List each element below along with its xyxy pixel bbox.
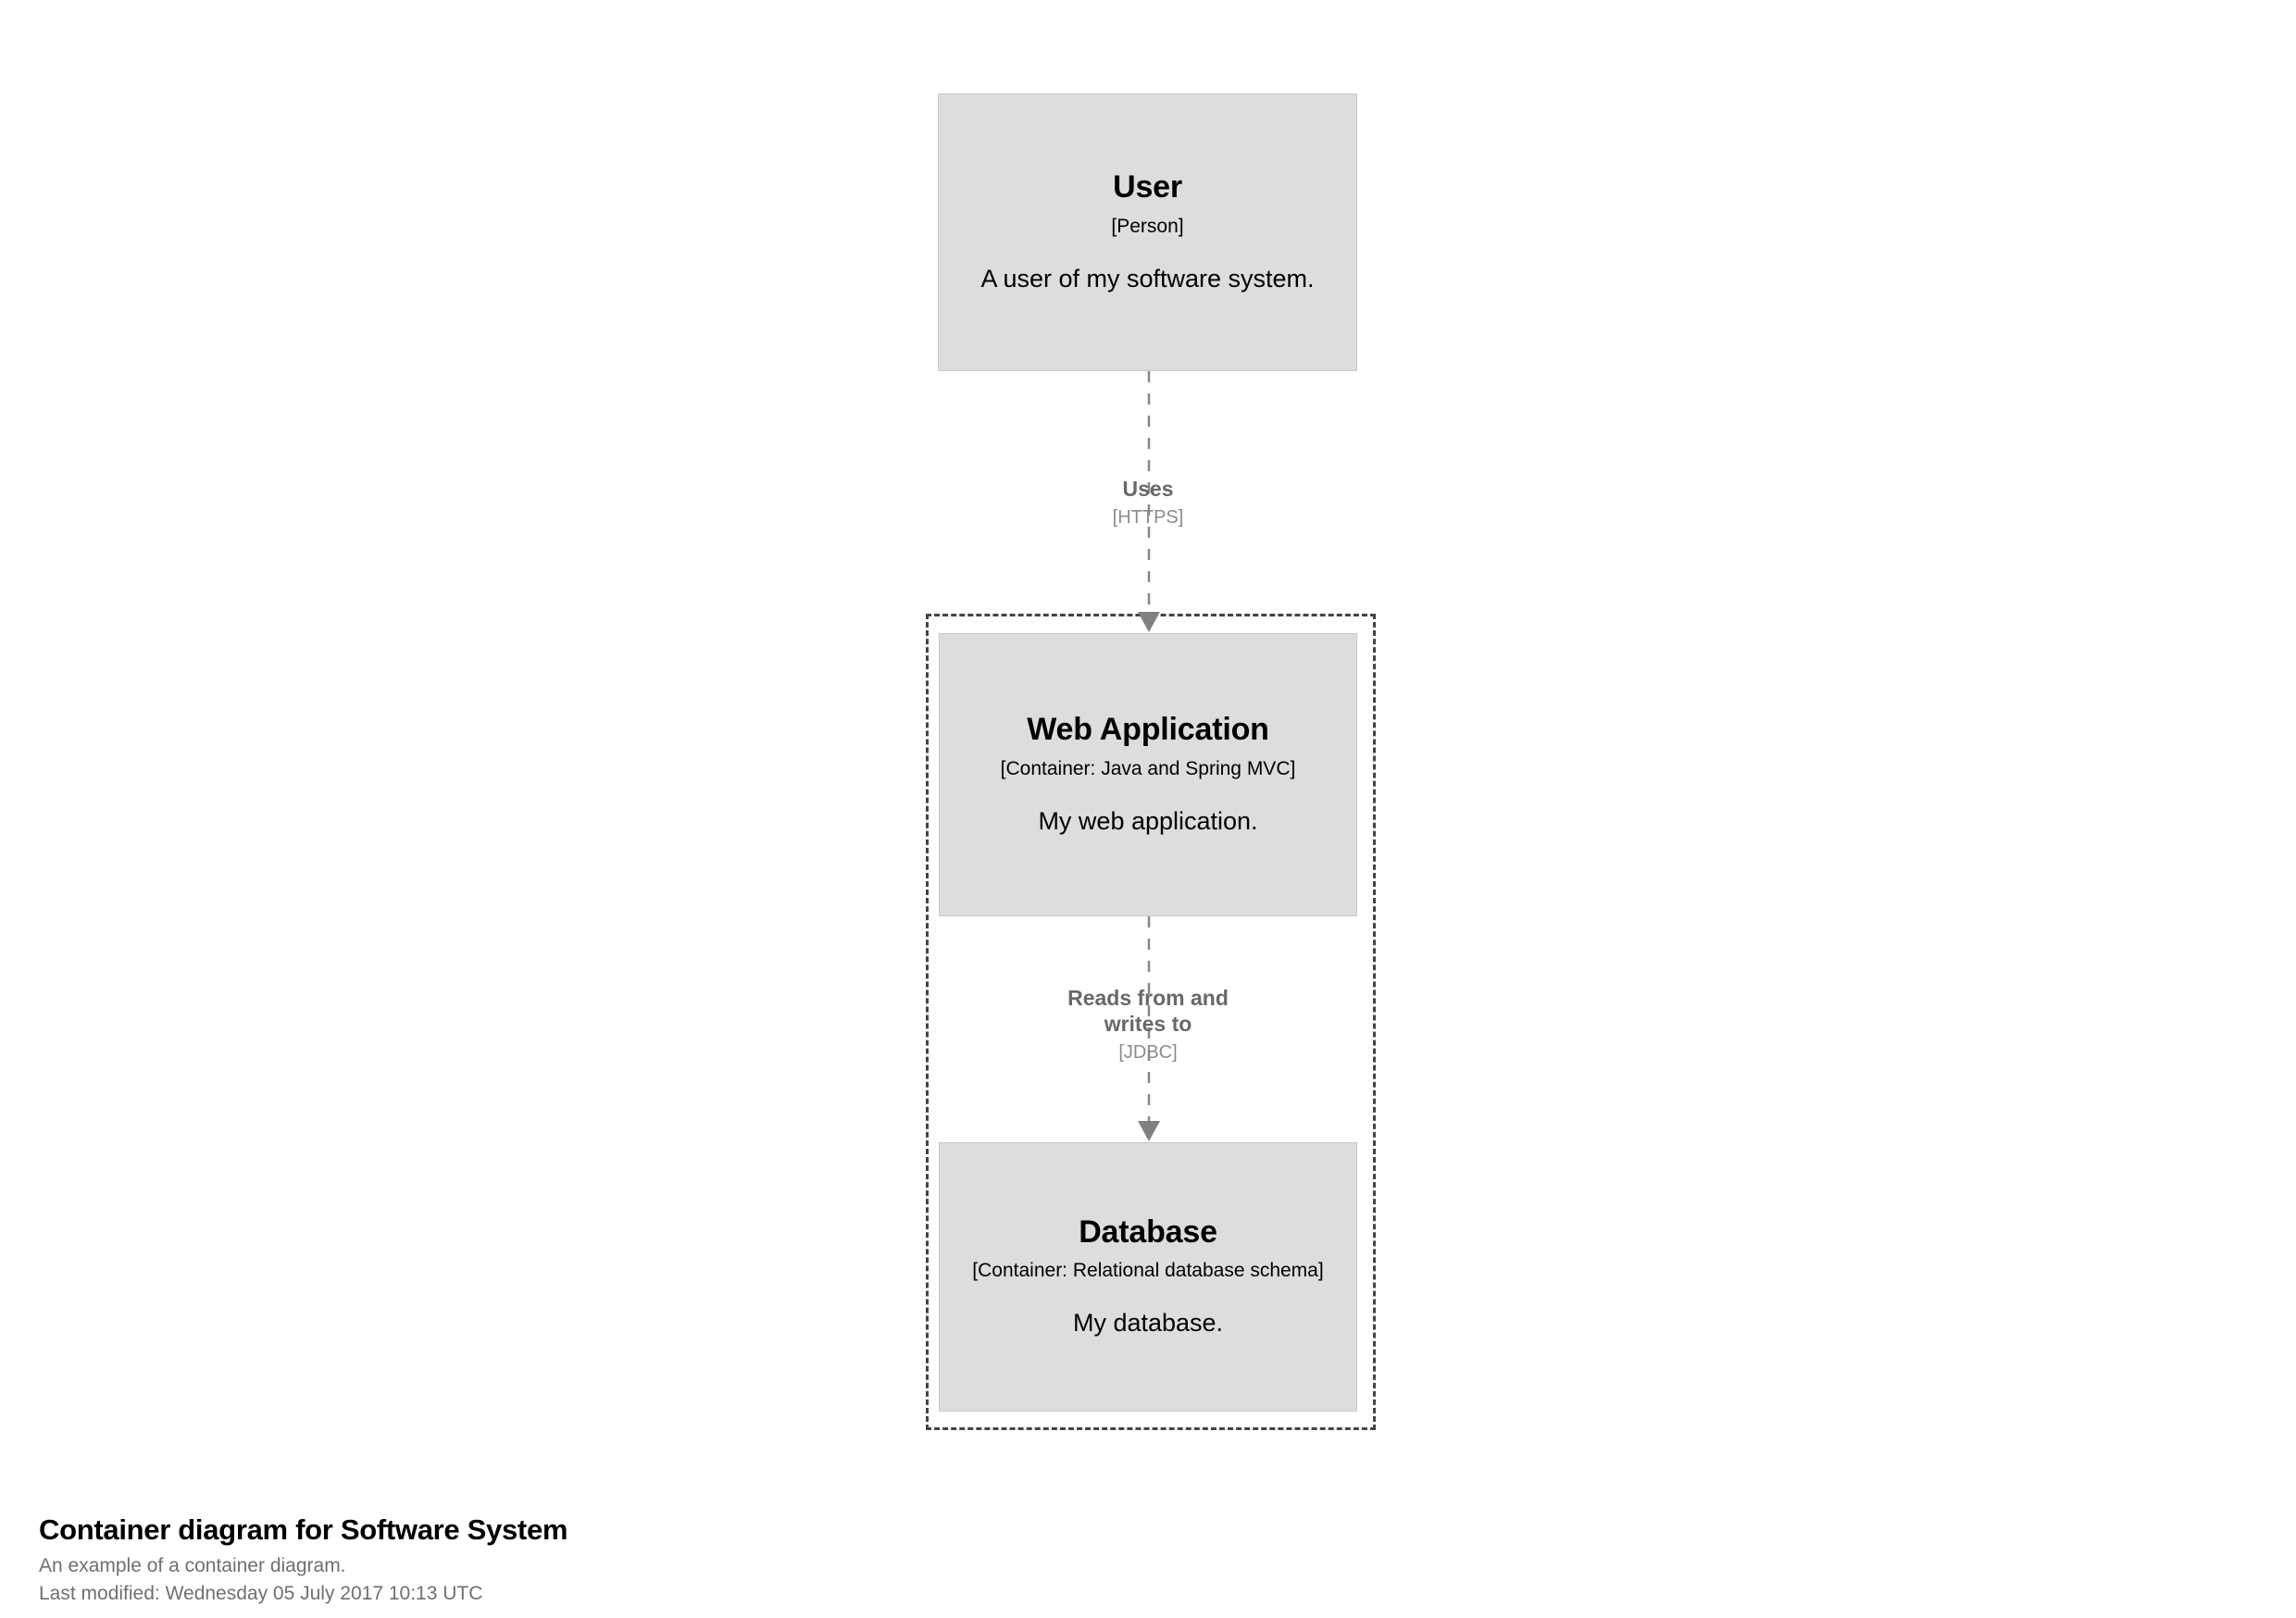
relationship-technology-jdbc: [JDBC] xyxy=(1118,1042,1178,1064)
node-web-application[interactable]: Web Application [Container: Java and Spr… xyxy=(939,633,1357,916)
diagram-title: Container diagram for Software System xyxy=(39,1513,568,1546)
diagram-subtitle: An example of a container diagram. xyxy=(39,1554,346,1576)
arrowhead-icon-user-to-webapp xyxy=(1138,612,1160,632)
relationship-description-reads-line2: writes to xyxy=(1104,1012,1192,1037)
node-user-technology: [Person] xyxy=(1111,215,1184,237)
node-database-description: My database. xyxy=(1072,1309,1224,1338)
node-database-name: Database xyxy=(1079,1214,1217,1250)
diagram-caption: Container diagram for Software System An… xyxy=(39,1512,1150,1607)
relationship-technology-https: [HTTPS] xyxy=(1112,507,1184,529)
arrowhead-icon-webapp-to-database xyxy=(1138,1121,1160,1141)
relationship-line-user-to-webapp xyxy=(1147,371,1151,619)
node-user-description: A user of my software system. xyxy=(980,264,1315,292)
node-web-application-name: Web Application xyxy=(1027,712,1269,748)
node-database-technology: [Container: Relational database schema] xyxy=(972,1260,1324,1282)
relationship-description-uses: Uses xyxy=(1122,477,1174,501)
relationship-label-webapp-to-database: Reads from and writes to [JDBC] xyxy=(963,985,1333,1064)
node-user-name: User xyxy=(1113,169,1182,205)
node-database[interactable]: Database [Container: Relational database… xyxy=(939,1142,1357,1412)
node-web-application-technology: [Container: Java and Spring MVC] xyxy=(1000,757,1296,779)
relationship-description-reads-line1: Reads from and xyxy=(1067,986,1229,1010)
relationship-label-user-to-webapp: Uses [HTTPS] xyxy=(963,476,1333,529)
node-web-application-description: My web application. xyxy=(1038,806,1258,835)
diagram-last-modified: Last modified: Wednesday 05 July 2017 10… xyxy=(39,1582,483,1604)
node-user[interactable]: User [Person] A user of my software syst… xyxy=(938,93,1357,371)
